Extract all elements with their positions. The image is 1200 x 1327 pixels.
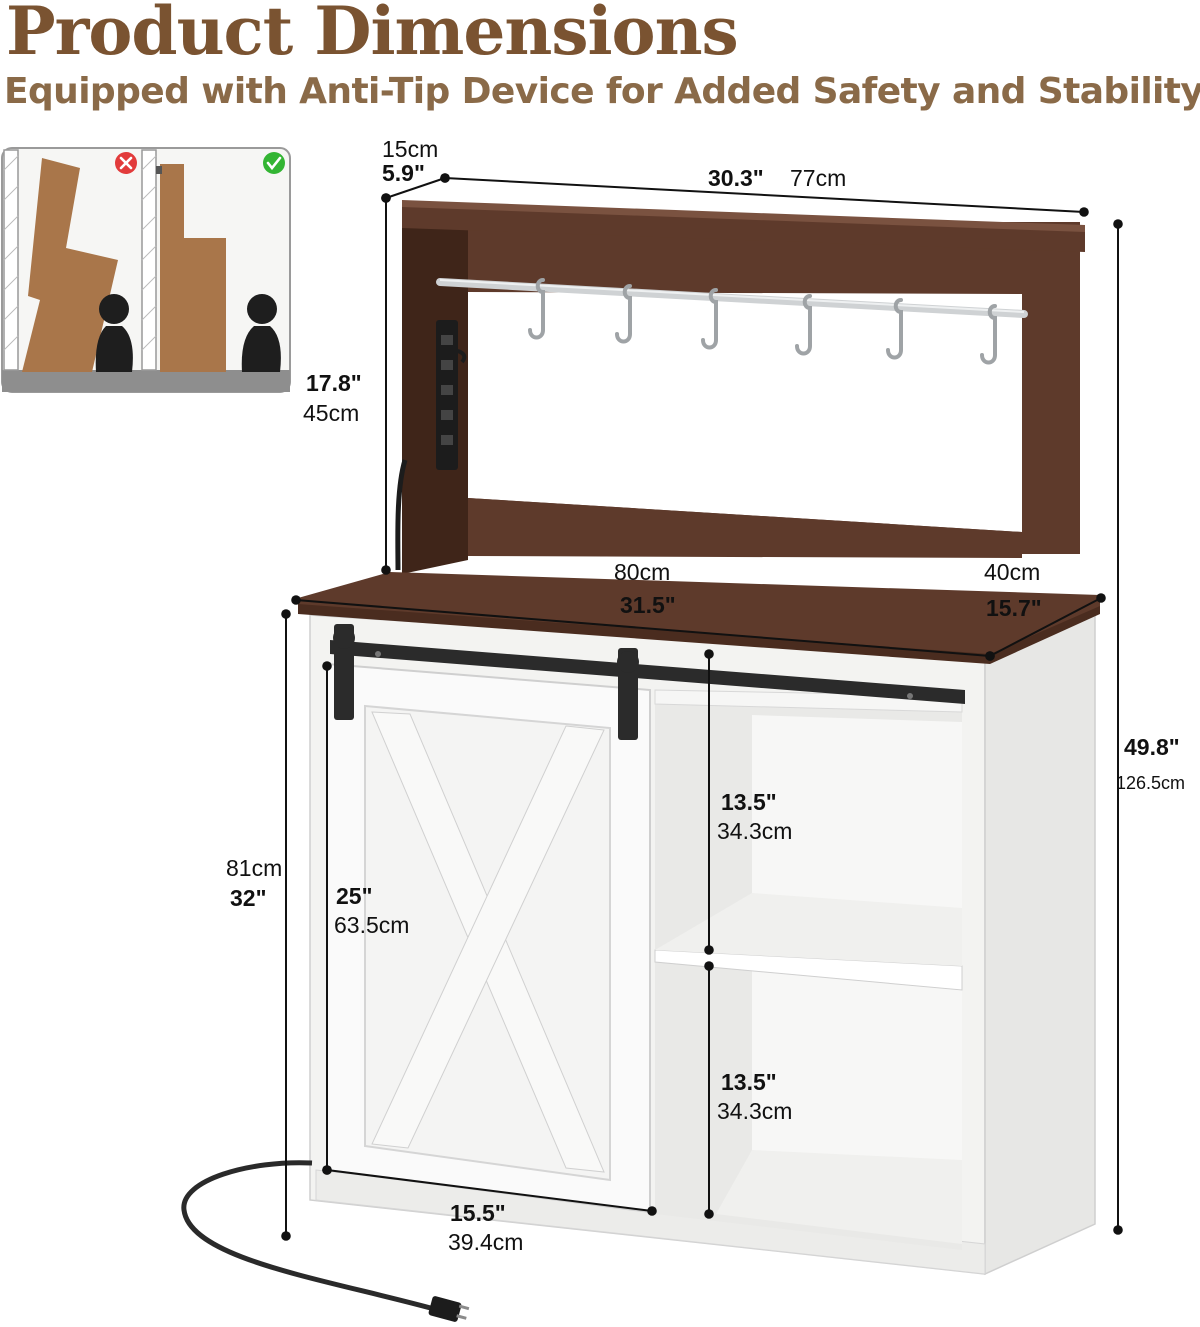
power-strip <box>436 320 458 470</box>
wall-right <box>141 149 157 371</box>
s-hook-icon <box>886 298 903 360</box>
tipping-furniture <box>22 158 118 372</box>
top-depth-in-label: 15.7" <box>986 595 1042 621</box>
hooks <box>528 278 997 365</box>
hutch-bottom-rail <box>468 498 1022 558</box>
dim-line-hutch-width <box>440 173 1089 217</box>
power-cord-icon <box>181 1160 439 1313</box>
s-hook-icon <box>980 304 997 365</box>
s-hook-icon <box>795 294 812 356</box>
hutch-width-cm-label: 77cm <box>790 165 847 191</box>
page-subtitle: Equipped with Anti-Tip Device for Added … <box>4 71 1200 112</box>
anti-tip-strap <box>156 166 162 174</box>
door-height-in-label: 25" <box>336 883 373 909</box>
dim-line-top-depth <box>985 593 1106 661</box>
top-width-in-label: 31.5" <box>620 592 676 618</box>
barn-door[interactable] <box>326 662 651 1214</box>
power-cord-icon <box>395 459 408 571</box>
hutch-right-side <box>1022 240 1066 540</box>
middle-shelf <box>654 949 963 991</box>
cabinet-height-cm-label: 81cm <box>226 855 283 881</box>
cabinet-height-in-label: 32" <box>230 885 267 911</box>
cabinet-right-side <box>984 610 1096 1276</box>
door-width-in-label: 15.5" <box>450 1200 506 1226</box>
hutch-left-side <box>402 222 468 574</box>
hutch <box>395 200 1085 574</box>
hutch-depth-cm-label: 15cm <box>382 136 439 162</box>
hutch-opening <box>468 292 1022 532</box>
dim-line-hutch-depth <box>381 173 450 203</box>
s-hook-icon <box>528 278 545 340</box>
top-width-cm-label: 80cm <box>614 559 671 585</box>
cross-circle-icon <box>115 152 137 174</box>
top-depth-cm-label: 40cm <box>984 559 1041 585</box>
total-height-in-label: 49.8" <box>1124 734 1180 760</box>
door-width-cm-label: 39.4cm <box>448 1229 524 1255</box>
s-hook-icon <box>615 284 632 344</box>
wall-left <box>3 149 19 371</box>
bottom-shelf <box>716 1150 962 1244</box>
child-silhouette-icon <box>241 294 281 372</box>
lower-shelf-in-label: 13.5" <box>721 1069 777 1095</box>
check-circle-icon <box>263 152 285 174</box>
page-title: Product Dimensions <box>6 0 739 70</box>
dim-line-door-width <box>322 1165 657 1216</box>
lower-shelf-cm-label: 34.3cm <box>717 1098 793 1124</box>
strip-cable <box>447 348 467 364</box>
anti-tip-illustration <box>1 147 291 393</box>
hutch-height-in-label: 17.8" <box>306 370 362 396</box>
dim-line-top-width <box>291 595 995 661</box>
track-wheel <box>333 627 355 649</box>
child-silhouette-icon <box>95 294 133 372</box>
track-wheel <box>617 651 639 673</box>
plug-icon <box>428 1296 470 1322</box>
upper-shelf-cm-label: 34.3cm <box>717 818 793 844</box>
hutch-height-cm-label: 45cm <box>303 400 360 426</box>
door-x-brace <box>371 725 605 1149</box>
middle-shelf-top <box>655 893 962 966</box>
total-height-cm-label: 126.5cm <box>1116 773 1186 793</box>
s-hook-icon <box>701 288 718 350</box>
door-height-cm-label: 63.5cm <box>334 912 410 938</box>
hutch-width-in-label: 30.3" <box>708 165 764 191</box>
upper-shelf-in-label: 13.5" <box>721 789 777 815</box>
hutch-depth-in-label: 5.9" <box>382 160 425 186</box>
secured-furniture <box>160 164 226 372</box>
dimension-lines <box>281 173 1123 1241</box>
floor <box>2 370 290 392</box>
